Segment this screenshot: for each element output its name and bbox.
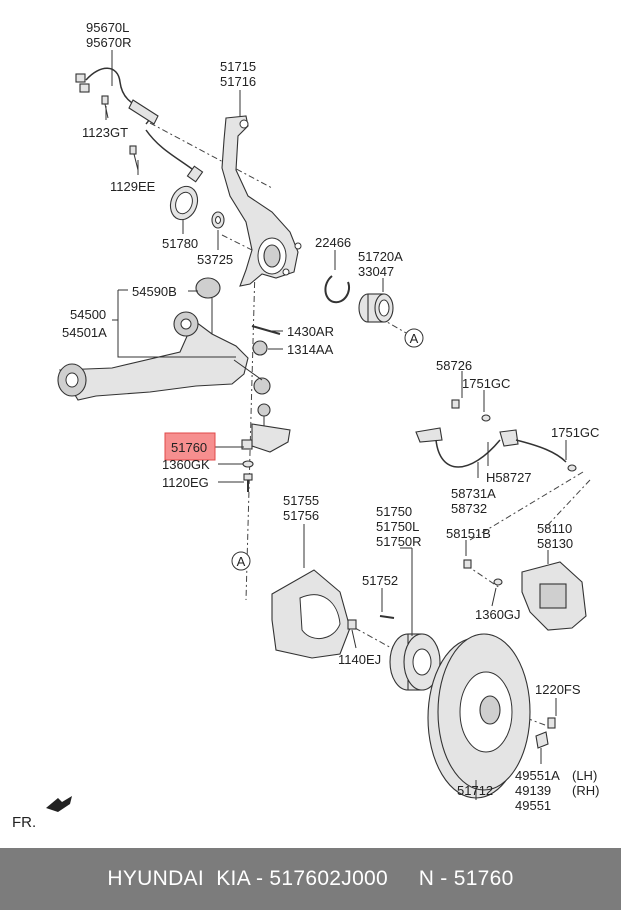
steering-knuckle-part — [221, 115, 302, 287]
label-49551a: 49551A — [515, 768, 560, 783]
label-51716: 51716 — [220, 74, 256, 89]
ref-a-bottom: A — [231, 551, 251, 571]
label-51760: 51760 — [171, 440, 207, 455]
label-49139: 49139 — [515, 783, 551, 798]
ref-a-top: A — [404, 328, 424, 348]
footer-part-number: HYUNDAI KIA - 517602J000 N - 51760 — [107, 867, 514, 890]
dust-cover-part — [271, 569, 357, 659]
part-labels: 95670L 95670R 51715 51716 1123GT 1129EE … — [12, 20, 599, 831]
label-1430ar: 1430AR — [287, 324, 334, 339]
label-1751gc-a: 1751GC — [462, 376, 510, 391]
label-51720a: 51720A — [358, 249, 403, 264]
label-1140ej: 1140EJ — [338, 652, 381, 667]
label-58731a: 58731A — [451, 486, 496, 501]
footer-bar: HYUNDAI KIA - 517602J000 N - 51760 — [0, 848, 621, 910]
label-95670l: 95670L — [86, 20, 129, 35]
snap-ring-part — [324, 275, 350, 304]
label-51752: 51752 — [362, 573, 398, 588]
label-1751gc-b: 1751GC — [551, 425, 599, 440]
label-h58727: H58727 — [486, 470, 532, 485]
label-22466: 22466 — [315, 235, 351, 250]
exploded-parts-diagram: A A — [12, 20, 599, 831]
label-58110: 58110 — [537, 521, 572, 536]
ref-a-top-label: A — [410, 331, 419, 346]
label-1123gt: 1123GT — [82, 125, 128, 140]
wheel-bearing-part — [358, 293, 394, 323]
label-1120eg: 1120EG — [162, 475, 209, 490]
label-49551: 49551 — [515, 798, 551, 813]
front-direction-label: FR. — [12, 814, 36, 831]
label-lh: (LH) — [572, 768, 597, 783]
label-1314aa: 1314AA — [287, 342, 334, 357]
caliper-part — [463, 559, 587, 631]
label-51712: 51712 — [457, 783, 493, 798]
label-51715: 51715 — [220, 59, 256, 74]
front-arrow-icon — [46, 796, 72, 812]
brake-hose-part — [415, 399, 577, 472]
label-51780: 51780 — [162, 236, 198, 251]
washer-part — [211, 211, 225, 229]
brake-disc-part — [427, 633, 556, 799]
label-58130: 58130 — [537, 536, 573, 551]
ball-joint-part — [241, 403, 291, 492]
leader-lines — [105, 50, 567, 800]
label-33047: 33047 — [358, 264, 394, 279]
label-51756: 51756 — [283, 508, 319, 523]
label-1360gj: 1360GJ — [475, 607, 521, 622]
label-51750r: 51750R — [376, 534, 422, 549]
label-58732: 58732 — [451, 501, 487, 516]
target-part-highlight — [164, 432, 216, 461]
label-1220fs: 1220FS — [535, 682, 581, 697]
label-54500: 54500 — [70, 307, 106, 322]
lower-arm-part — [57, 277, 281, 401]
dust-seal-part — [169, 185, 199, 221]
label-95670r: 95670R — [86, 35, 132, 50]
wheel-speed-sensor-part — [75, 67, 204, 183]
label-51750: 51750 — [376, 504, 412, 519]
label-51750l: 51750L — [376, 519, 419, 534]
ref-a-bottom-label: A — [237, 554, 246, 569]
label-53725: 53725 — [197, 252, 233, 267]
label-58151b: 58151B — [446, 526, 491, 541]
hub-part — [379, 615, 441, 691]
label-51755: 51755 — [283, 493, 319, 508]
label-1360gk: 1360GK — [162, 457, 210, 472]
label-rh: (RH) — [572, 783, 599, 798]
label-58726: 58726 — [436, 358, 472, 373]
label-54590b: 54590B — [132, 284, 177, 299]
label-1129ee: 1129EE — [110, 179, 156, 194]
label-54501a: 54501A — [62, 325, 107, 340]
